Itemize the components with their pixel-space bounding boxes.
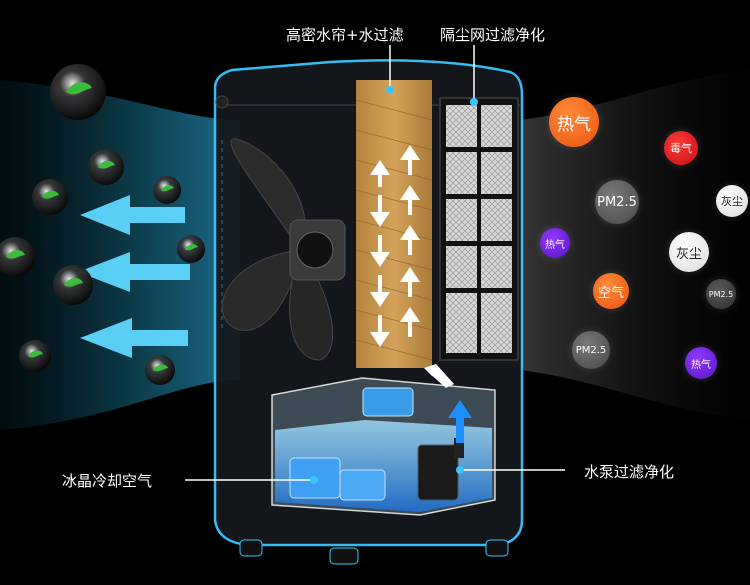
pollutant-bubble: PM2.5 [706,279,736,309]
cool-air-beam [0,80,240,430]
pollutant-bubble: PM2.5 [572,331,610,369]
pollutant-bubble: PM2.5 [595,180,639,224]
fan [221,138,346,361]
pollutant-bubble: 热气 [549,97,599,147]
pollutant-bubble: 毒气 [664,131,698,165]
label-water-pump: 水泵过滤净化 [584,463,675,481]
return-arrow [424,364,454,388]
water-curtain [356,80,432,368]
label-ice-crystal: 冰晶冷却空气 [62,472,153,490]
pollutant-bubble: 灰尘 [669,232,709,272]
label-dust-mesh: 隔尘网过滤净化 [440,26,546,44]
pollutant-bubble: 热气 [685,347,717,379]
curtain-flow-arrows [370,145,420,347]
cool-air-arrows [78,195,190,358]
pollutant-bubble: 空气 [593,273,629,309]
wheels [239,539,509,565]
clean-air-balls [0,64,205,385]
pollutant-bubble: 灰尘 [716,185,748,217]
dust-mesh-panels [446,105,512,353]
pump-up-arrow [448,400,472,443]
pollutant-bubble: 热气 [540,228,570,258]
label-curtain-filter: 高密水帘+水过滤 [286,26,404,44]
